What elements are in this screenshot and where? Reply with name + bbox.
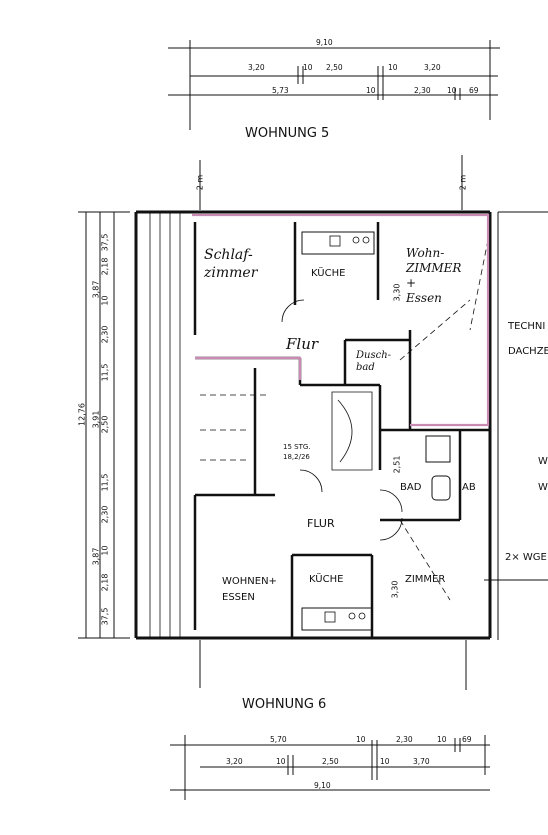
room-label-zimmer-bottom: ZIMMER: [405, 574, 446, 585]
room-label-techn-2: DACHZE: [508, 346, 548, 357]
dim-room-h-c: 3,30: [390, 580, 400, 599]
room-label-schlafzimmer: Schlaf- zimmer: [204, 247, 258, 281]
room-label-flur-mid: FLUR: [307, 517, 335, 530]
room-label-kueche-top: KÜCHE: [311, 268, 346, 279]
room-label-ab: AB: [462, 482, 476, 493]
room-label-right-wg: 2× WGE: [505, 552, 547, 563]
room-label-techn-1: TECHNI: [508, 321, 546, 332]
stair-label: 15 STG. 18,2/26: [283, 443, 311, 461]
dim-bottom-row1-c: 2,30: [396, 735, 413, 744]
dim-bottom-row1-a: 5,70: [270, 735, 287, 744]
dim-top-row2-b: 10: [366, 86, 376, 95]
dim-left-col2-j: 2,18: [100, 573, 110, 592]
dim-top-row2-e: 69: [469, 86, 479, 95]
dim-left-col2-g: 11,5: [100, 473, 110, 492]
room-label-bad: BAD: [400, 482, 422, 493]
room-label-wohnen-essen: WOHNEN+ ESSEN: [222, 576, 277, 603]
dim-bottom-total: 9,10: [314, 781, 331, 790]
dim-left-col2-b: 2,18: [100, 257, 110, 276]
dim-left-col2-f: 2,50: [100, 415, 110, 434]
dim-left-col2-c: 10: [100, 295, 110, 306]
dim-top-row1-a: 3,20: [248, 63, 265, 72]
dim-room-h-d: 2 m: [195, 174, 205, 191]
dim-bottom-row2-b: 10: [276, 757, 286, 766]
dim-left-col2-e: 11,5: [100, 363, 110, 382]
dim-top-row2-c: 2,30: [414, 86, 431, 95]
dim-bottom-row2-a: 3,20: [226, 757, 243, 766]
dim-top-row1-c: 2,50: [326, 63, 343, 72]
dim-top-row2-d: 10: [447, 86, 457, 95]
dim-top-row1-e: 3,20: [424, 63, 441, 72]
dim-bottom-row1-b: 10: [356, 735, 366, 744]
dim-top-row1-d: 10: [388, 63, 398, 72]
title-wohnung-5: WOHNUNG 5: [245, 126, 330, 141]
dim-top-row1-b: 10: [303, 63, 313, 72]
dim-left-col2-d: 2,30: [100, 325, 110, 344]
room-label-duschbad: Dusch- bad: [356, 350, 392, 373]
dim-top-row2-a: 5,73: [272, 86, 289, 95]
dim-left-col2-k: 37,5: [100, 607, 110, 626]
dim-bottom-row2-d: 10: [380, 757, 390, 766]
dim-left-col1-a: 3,87: [91, 280, 101, 299]
dim-bottom-row1-d: 10: [437, 735, 447, 744]
room-label-right-w2: W: [538, 482, 548, 493]
dim-bottom-row2-c: 2,50: [322, 757, 339, 766]
room-label-wohnzimmer: Wohn- ZIMMER + Essen: [406, 246, 462, 305]
dim-left-col1-b: 3,91: [91, 410, 101, 429]
dim-left-total: 12,76: [77, 403, 87, 426]
dim-room-h-a: 3,30: [392, 283, 402, 302]
dim-room-h-b: 2,51: [392, 455, 402, 474]
dim-left-col2-i: 10: [100, 545, 110, 556]
dim-room-h-e: 2 m: [458, 174, 468, 191]
dim-left-col1-c: 3,87: [91, 547, 101, 566]
room-label-right-w1: W: [538, 456, 548, 467]
dim-left-col2-h: 2,30: [100, 505, 110, 524]
dim-bottom-row2-e: 3,70: [413, 757, 430, 766]
dim-bottom-row1-e: 69: [462, 735, 472, 744]
room-label-kueche-bottom: KÜCHE: [309, 574, 344, 585]
room-label-flur-top: Flur: [286, 335, 319, 353]
dim-top-total: 9,10: [316, 38, 333, 47]
title-wohnung-6: WOHNUNG 6: [242, 697, 327, 712]
